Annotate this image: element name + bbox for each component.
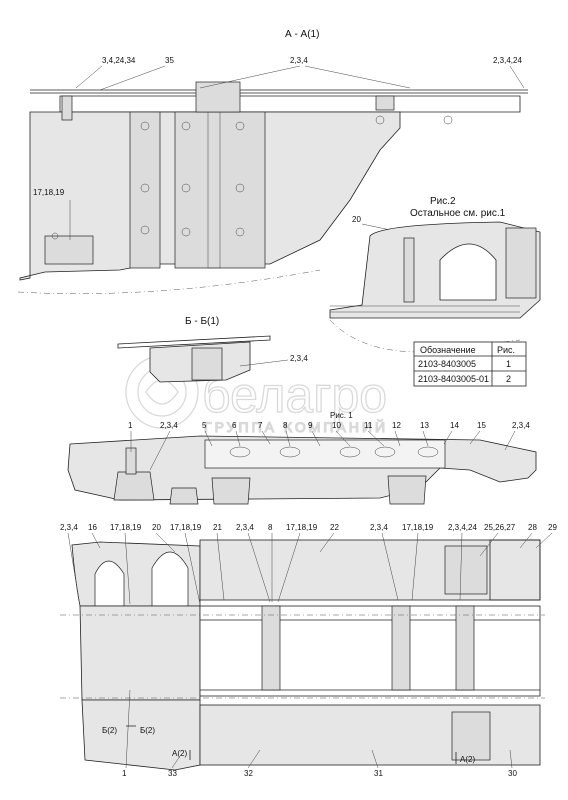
fig1-title: Рис. 1: [330, 411, 353, 420]
table-cell: 2103-8403005-01: [418, 374, 489, 384]
callout-plan-top: 2,3,4: [236, 523, 254, 532]
table-header-designation: Обозначение: [420, 345, 476, 355]
callout-plan-top: 17,18,19: [402, 523, 434, 532]
callout-plan-top: 20: [152, 523, 161, 532]
callout-plan-top: 25,26,27: [484, 523, 516, 532]
section-aa-title: А - А(1): [285, 29, 319, 40]
callout-plan-top: 22: [330, 523, 339, 532]
callout-plan-bottom: 32: [244, 769, 253, 778]
fig2-view: Рис.2 Остальное см. рис.1 20: [329, 196, 541, 353]
callout-fig1: 15: [477, 421, 486, 430]
bb-callout: 2,3,4: [290, 354, 308, 363]
callout-plan-bottom: 1: [122, 769, 127, 778]
aa-left-plate: [129, 111, 161, 269]
section-mark: А(2): [172, 749, 187, 758]
section-bb-view: Б - Б(1) 2,3,4: [117, 316, 308, 383]
callout-fig1: 1: [128, 421, 133, 430]
table-cell: 1: [506, 359, 511, 369]
table-cell: 2103-8403005: [418, 359, 476, 369]
plan-chassis: [199, 605, 541, 697]
callout-fig1: 2,3,4: [160, 421, 178, 430]
callout-fig1: 7: [258, 421, 263, 430]
fig2-note: Остальное см. рис.1: [410, 208, 506, 219]
plan-top-callouts: 2,3,4 16 17,18,19 20 17,18,19 21 2,3,4 8…: [60, 523, 557, 607]
callout-aa-3: 2,3,4: [290, 56, 308, 65]
plan-view: 2,3,4 16 17,18,19 20 17,18,19 21 2,3,4 8…: [60, 523, 557, 778]
watermark-slogan: ГРУППА КОМПАНИЙ: [204, 418, 388, 435]
callout-plan-top: 17,18,19: [286, 523, 318, 532]
plan-top-panels: [199, 539, 541, 601]
callout-fig1: 6: [232, 421, 237, 430]
callout-fig1: 10: [332, 421, 341, 430]
callout-fig1: 8: [283, 421, 288, 430]
fig2-wheel-arch: [439, 243, 497, 301]
table-header-fig: Рис.: [497, 345, 515, 355]
callout-aa-2: 35: [165, 56, 174, 65]
fig1-mounts: [113, 447, 427, 505]
aa-callouts: 3,4,24,34 35 2,3,4 2,3,4,24 17,18,19: [33, 56, 525, 240]
callout-fig1: 12: [392, 421, 401, 430]
section-mark: А(2): [460, 755, 475, 764]
callout-plan-top: 2,3,4: [370, 523, 388, 532]
callout-fig1: 14: [450, 421, 459, 430]
callout-aa-4: 2,3,4,24: [493, 56, 522, 65]
fig1-callouts: 1 2,3,4 5 6 7 8 9 10 11 12 13 14 15 2,3,…: [128, 421, 530, 471]
callout-fig1: 2,3,4: [512, 421, 530, 430]
callout-plan-top: 17,18,19: [110, 523, 142, 532]
fig2-title: Рис.2: [430, 196, 456, 207]
section-mark: Б(2): [140, 726, 155, 735]
callout-plan-top: 2,3,4,24: [448, 523, 477, 532]
callout-fig1: 9: [308, 421, 313, 430]
section-mark: Б(2): [102, 726, 117, 735]
callout-plan-bottom: 33: [168, 769, 177, 778]
callout-fig1: 11: [364, 421, 373, 430]
callout-plan-top: 29: [548, 523, 557, 532]
section-bb-title: Б - Б(1): [185, 316, 219, 327]
fig1-view: Рис. 1 1 2,3,4 5 6 7 8 9 10 11 12: [67, 411, 537, 505]
callout-plan-top: 28: [528, 523, 537, 532]
callout-fig1: 13: [420, 421, 429, 430]
callout-plan-top: 2,3,4: [60, 523, 78, 532]
callout-plan-top: 16: [88, 523, 97, 532]
designation-table: Обозначение Рис. 2103-8403005 1 2103-840…: [413, 341, 527, 387]
callout-plan-bottom: 30: [508, 769, 517, 778]
callout-plan-top: 8: [268, 523, 273, 532]
callout-plan-bottom: 31: [374, 769, 383, 778]
callout-aa-1: 3,4,24,34: [102, 56, 136, 65]
plan-bottom-callouts: 1 33 32 31 30: [122, 689, 517, 778]
section-aa-view: А - А(1) 3,4,24,34 35 2,3,4 2,3,4,24: [17, 29, 528, 294]
callout-aa-5: 17,18,19: [33, 188, 65, 197]
callout-fig1: 5: [202, 421, 207, 430]
plan-left-bottom: [81, 699, 201, 771]
callout-plan-top: 21: [213, 523, 222, 532]
table-cell: 2: [506, 374, 511, 384]
section-marks: Б(2) Б(2) А(2) А(2): [102, 725, 475, 764]
callout-plan-top: 17,18,19: [170, 523, 202, 532]
aa-bolts: [51, 115, 453, 240]
fig2-callout: 20: [352, 215, 361, 224]
